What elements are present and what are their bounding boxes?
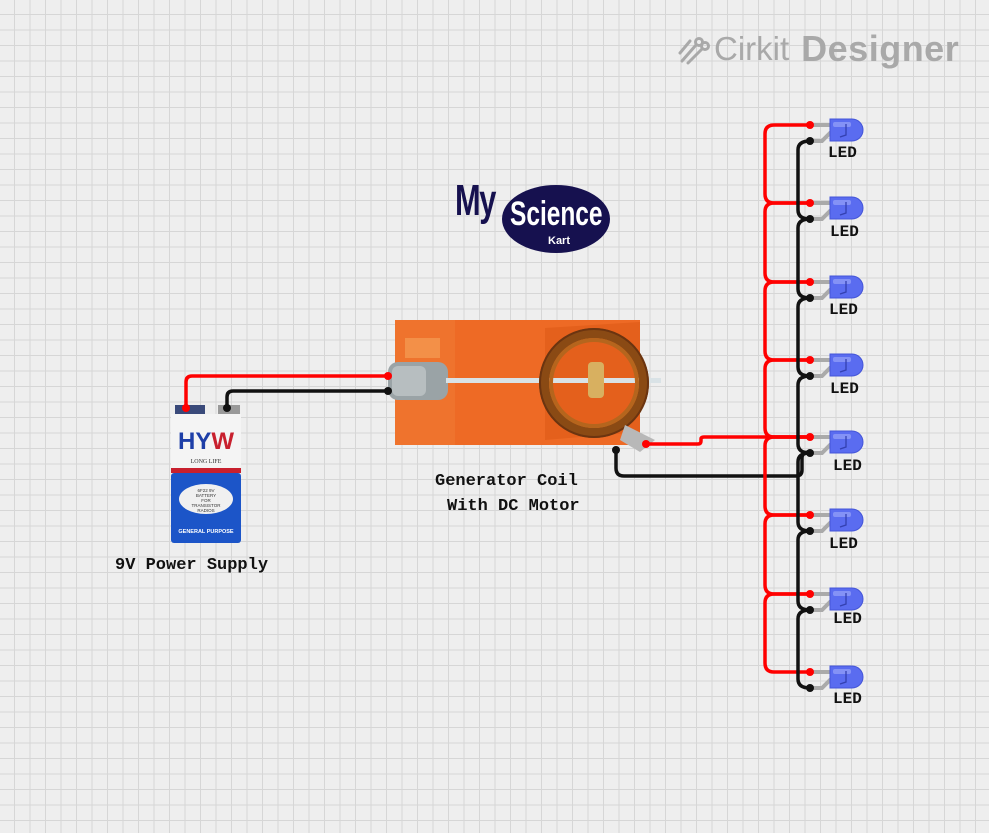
led-cathode-pin[interactable] <box>806 606 814 614</box>
led-8[interactable] <box>806 665 864 692</box>
led-anode-pin[interactable] <box>806 668 814 676</box>
led-anvil-icon <box>839 514 847 528</box>
generator-label-line1: Generator Coil <box>435 472 578 491</box>
svg-text:TRANSISTOR: TRANSISTOR <box>192 503 222 508</box>
cirkit-logo-icon <box>678 37 710 65</box>
led-anvil-icon <box>839 202 847 216</box>
logo-ellipse <box>502 185 610 253</box>
battery-brand: HYW <box>178 428 234 455</box>
led-cathode-pin[interactable] <box>806 215 814 223</box>
led-anvil-icon <box>839 593 847 607</box>
generator-coil-with-dc-motor[interactable] <box>384 320 661 452</box>
led-2[interactable] <box>806 196 864 223</box>
wire-battery-positive[interactable] <box>184 374 388 408</box>
led-4[interactable] <box>806 353 864 380</box>
battery-9v[interactable]: HYW LONG LIFE 6F22 9V BATTERY FOR TRANSI… <box>171 404 241 543</box>
cirkit-designer-brand: Cirkit Designer <box>678 28 959 70</box>
led-6[interactable] <box>806 508 864 535</box>
led-highlight <box>833 512 851 517</box>
wire-led-positive-bus[interactable] <box>763 592 810 674</box>
led-7[interactable] <box>806 587 864 614</box>
led-highlight <box>833 591 851 596</box>
led-anode-pin[interactable] <box>806 433 814 441</box>
battery-footer: GENERAL PURPOSE <box>178 529 234 535</box>
wire-led-positive-bus[interactable] <box>763 358 810 439</box>
led-highlight <box>833 669 851 674</box>
svg-text:BATTERY: BATTERY <box>196 493 216 498</box>
wire-led-negative-bus[interactable] <box>796 451 811 533</box>
svg-text:6F22 9V: 6F22 9V <box>197 488 214 493</box>
my-science-kart-logo: My Science Kart <box>455 176 615 260</box>
logo-science: Science <box>510 195 603 233</box>
led-label: LED <box>829 301 858 319</box>
led-1[interactable] <box>806 118 864 145</box>
led-highlight <box>833 279 851 284</box>
logo-my: My <box>455 176 496 225</box>
wire-led-negative-bus[interactable] <box>796 139 811 221</box>
wire-led-positive-bus[interactable] <box>763 201 810 284</box>
led-anode-pin[interactable] <box>806 121 814 129</box>
led-anvil-icon <box>839 281 847 295</box>
led-anode-pin[interactable] <box>806 511 814 519</box>
brand-name-light: Cirkit <box>714 30 790 67</box>
led-label: LED <box>830 380 859 398</box>
led-highlight <box>833 200 851 205</box>
led-anode-pin[interactable] <box>806 199 814 207</box>
led-cathode-pin[interactable] <box>806 137 814 145</box>
led-anvil-icon <box>839 359 847 373</box>
wire-led-negative-bus[interactable] <box>796 374 811 455</box>
led-anode-pin[interactable] <box>806 356 814 364</box>
led-cathode-pin[interactable] <box>806 294 814 302</box>
led-label: LED <box>833 457 862 475</box>
led-array <box>763 118 864 692</box>
wire-generator-positive[interactable] <box>646 435 810 446</box>
battery-label: 9V Power Supply <box>115 556 269 575</box>
svg-text:FOR: FOR <box>201 498 211 503</box>
led-label: LED <box>833 610 862 628</box>
svg-text:RADIOS: RADIOS <box>197 508 214 513</box>
wire-led-positive-bus[interactable] <box>763 513 810 596</box>
led-anode-pin[interactable] <box>806 278 814 286</box>
wire-led-positive-bus[interactable] <box>763 280 810 362</box>
led-3[interactable] <box>806 275 864 302</box>
wire-led-negative-bus[interactable] <box>796 296 811 378</box>
wire-led-negative-bus[interactable] <box>796 608 811 690</box>
battery-tagline: LONG LIFE <box>191 459 222 465</box>
led-label: LED <box>829 535 858 553</box>
led-anode-pin[interactable] <box>806 590 814 598</box>
led-label: LED <box>830 223 859 241</box>
led-label: LED <box>833 690 862 708</box>
wire-led-positive-bus[interactable] <box>763 123 810 205</box>
wire-led-negative-bus[interactable] <box>796 529 811 612</box>
led-5[interactable] <box>806 430 864 457</box>
logo-kart: Kart <box>548 235 571 247</box>
led-anvil-icon <box>839 124 847 138</box>
led-highlight <box>833 434 851 439</box>
wire-led-negative-bus[interactable] <box>796 217 811 300</box>
led-anvil-icon <box>839 436 847 450</box>
led-cathode-pin[interactable] <box>806 449 814 457</box>
led-highlight <box>833 357 851 362</box>
led-cathode-pin[interactable] <box>806 684 814 692</box>
brand-name-bold: Designer <box>801 28 960 69</box>
led-cathode-pin[interactable] <box>806 527 814 535</box>
wire-battery-negative[interactable] <box>225 389 388 408</box>
led-cathode-pin[interactable] <box>806 372 814 380</box>
generator-label-line2: With DC Motor <box>447 497 580 516</box>
led-label: LED <box>828 144 857 162</box>
led-anvil-icon <box>839 671 847 685</box>
led-highlight <box>833 122 851 127</box>
wire-generator-negative[interactable] <box>614 450 811 478</box>
